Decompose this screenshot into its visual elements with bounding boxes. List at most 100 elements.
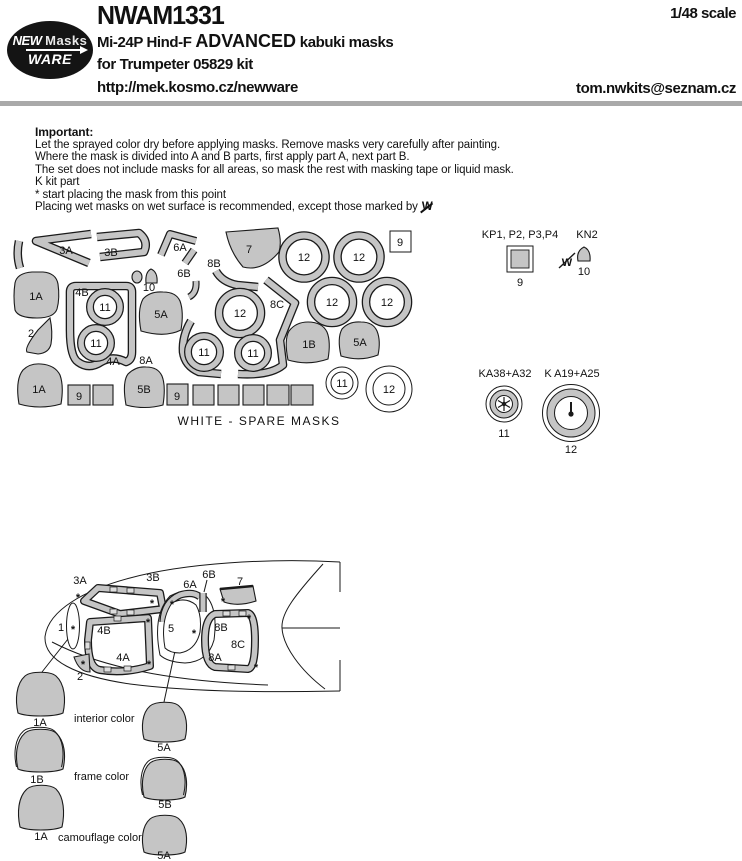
legend-ka38-wheel: KA38+A32 11 xyxy=(479,368,532,440)
svg-text:6A: 6A xyxy=(173,242,187,254)
legend-kp-parts: KP1, P2, P3,P4 9 xyxy=(482,229,558,289)
svg-text:12: 12 xyxy=(298,252,310,264)
svg-text:*: * xyxy=(221,596,226,608)
logo-ware-text: WARE xyxy=(28,51,72,67)
mask-square xyxy=(92,384,114,406)
svg-text:12: 12 xyxy=(383,384,395,396)
svg-text:5B: 5B xyxy=(158,799,171,811)
mask-11-ring: 11 xyxy=(234,334,272,372)
svg-text:8B: 8B xyxy=(214,622,227,634)
mask-9-square: 9 xyxy=(67,384,91,406)
placed-window-1: 1 xyxy=(58,602,80,650)
placed-2: 2 xyxy=(73,653,91,683)
svg-text:9: 9 xyxy=(397,237,403,249)
spare-mask-12-ring: 12 xyxy=(365,365,413,413)
color-stack-1A-interior: 1A interior color xyxy=(15,671,135,729)
svg-text:12: 12 xyxy=(565,444,577,456)
svg-text:8B: 8B xyxy=(207,258,220,270)
svg-text:11: 11 xyxy=(198,347,209,359)
svg-text:12: 12 xyxy=(326,297,338,309)
color-stack-5B-frame: 5B xyxy=(140,756,188,811)
placed-8-frame: 8B 8C 8A xyxy=(201,609,259,673)
legend-ka19-wheel: K A19+A25 12 xyxy=(542,368,600,456)
svg-text:12: 12 xyxy=(381,297,393,309)
svg-text:1B: 1B xyxy=(30,774,43,786)
svg-text:*: * xyxy=(71,624,76,636)
color-stack-1B-frame: 1B frame color xyxy=(14,726,129,786)
svg-text:11: 11 xyxy=(498,428,509,440)
svg-text:7: 7 xyxy=(237,576,243,588)
logo-text: NEW Masks xyxy=(12,33,88,48)
mask-square xyxy=(192,384,215,406)
newware-logo: NEW Masks WARE xyxy=(7,21,93,79)
mask-9-square: 9 xyxy=(166,383,189,406)
important-heading: Important: xyxy=(35,125,94,139)
svg-text:8C: 8C xyxy=(270,299,284,311)
svg-text:KP1, P2, P3,P4: KP1, P2, P3,P4 xyxy=(482,229,558,241)
mask-12-ring: 12 xyxy=(306,276,358,328)
placed-window-5: 6A 6B 5 xyxy=(157,569,216,664)
note-line: Where the mask is divided into A and B p… xyxy=(35,151,410,163)
svg-text:5A: 5A xyxy=(157,742,171,754)
mask-11-ring: 11 xyxy=(86,288,124,326)
placed-7: 7 xyxy=(219,576,257,605)
svg-text:8A: 8A xyxy=(139,355,153,367)
mask-6A-strip: 6A xyxy=(157,230,198,266)
note-line: Let the sprayed color dry before applyin… xyxy=(35,138,501,151)
mask-12-ring: 12 xyxy=(361,276,413,328)
mask-6B-strip: 6B xyxy=(177,268,200,301)
svg-text:*: * xyxy=(254,662,259,674)
no-wet-icon: W xyxy=(562,257,573,269)
svg-text:3B: 3B xyxy=(104,247,117,259)
svg-text:5: 5 xyxy=(168,623,174,635)
start-point-markers: * * * * * * * * * * * xyxy=(71,592,259,674)
fuselage-outline xyxy=(44,560,341,693)
svg-text:5A: 5A xyxy=(157,850,171,861)
svg-text:12: 12 xyxy=(353,252,365,264)
note-line: The set does not include masks for all a… xyxy=(35,163,514,176)
scale-label: 1/48 scale xyxy=(670,5,736,22)
logo-arrow-icon xyxy=(26,46,88,54)
svg-text:10: 10 xyxy=(578,266,590,278)
no-wet-icon: W xyxy=(421,201,433,213)
svg-text:5A: 5A xyxy=(353,337,367,349)
svg-text:3A: 3A xyxy=(73,575,87,587)
header-divider xyxy=(0,101,742,106)
svg-text:5A: 5A xyxy=(154,309,168,321)
svg-text:9: 9 xyxy=(76,391,82,403)
legend-kn-part: KN2 W 10 xyxy=(558,229,598,278)
camouflage-color-label: camouflage color xyxy=(58,832,142,844)
svg-text:12: 12 xyxy=(234,308,246,320)
email-link[interactable]: tom.nwkits@seznam.cz xyxy=(575,80,736,97)
svg-text:11: 11 xyxy=(90,338,101,350)
svg-text:3A: 3A xyxy=(59,245,73,257)
mask-1A: 1A xyxy=(17,363,63,408)
svg-text:5B: 5B xyxy=(137,384,150,396)
note-line: * start placing the mask from this point xyxy=(35,188,226,201)
svg-text:*: * xyxy=(247,613,252,625)
svg-text:*: * xyxy=(150,598,155,610)
svg-text:7: 7 xyxy=(246,244,252,256)
interior-color-label: interior color xyxy=(74,713,135,725)
mask-sheet-diagram: 3A 3B 6A 6B 7 10 xyxy=(13,227,600,456)
mask-8B-strip: 8B xyxy=(207,258,259,292)
mask-square xyxy=(266,384,290,406)
mask-5A: 5A xyxy=(338,321,380,360)
product-code: NWAM1331 xyxy=(97,1,225,31)
color-stack-1A-camouflage: 1A camouflage color xyxy=(17,784,142,844)
svg-text:6B: 6B xyxy=(202,569,215,581)
svg-text:1A: 1A xyxy=(32,384,46,396)
mask-10-pieces: 10 xyxy=(131,268,158,294)
mask-8C-strip: 8C xyxy=(237,276,300,379)
svg-text:1A: 1A xyxy=(34,831,48,843)
spare-masks-note: WHITE - SPARE MASKS xyxy=(178,414,341,428)
svg-text:*: * xyxy=(76,592,81,604)
mask-11-ring: 11 xyxy=(77,324,115,362)
mask-7: 7 xyxy=(225,227,281,269)
placed-4B-4A-frame: 4B 4A xyxy=(84,614,154,676)
website-link[interactable]: http://mek.kosmo.cz/newware xyxy=(97,79,298,96)
mask-3B-strip: 3B xyxy=(96,228,150,262)
svg-text:4A: 4A xyxy=(116,652,130,664)
svg-text:8C: 8C xyxy=(231,639,245,651)
